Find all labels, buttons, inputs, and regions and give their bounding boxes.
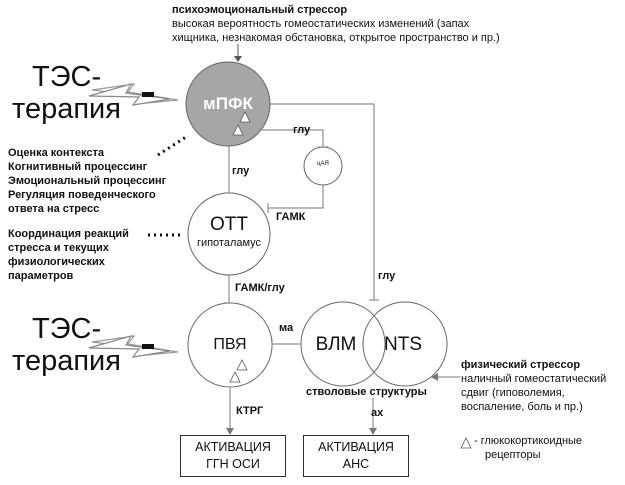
legend-triangle <box>460 437 472 449</box>
ott-label: ОТТ <box>210 214 248 235</box>
function-mpfk-5: ответа на стресс <box>8 203 100 215</box>
edge-label-gamk-glu: ГАМК/глу <box>235 282 285 294</box>
edge-mpfk-cam <box>262 129 324 147</box>
function-ott-2: стресса и текущих <box>8 242 109 254</box>
ans-box-line1: АКТИВАЦИЯ <box>318 440 394 455</box>
stressor-arrow-head <box>234 56 242 62</box>
edge-label-ax: ах <box>371 407 384 419</box>
tes-top-line2: терапия <box>12 93 121 125</box>
function-mpfk-2: Когнитивный процессинг <box>8 161 148 173</box>
edge-label-glu-cam: глу <box>293 124 311 136</box>
receptor-triangle-pvya-2 <box>229 371 241 383</box>
receptor-triangle-mpfk <box>239 111 251 123</box>
nts-label: NTS <box>384 334 422 355</box>
tes-top-line1: ТЭС- <box>32 61 102 93</box>
stressor-top-line2: хищника, незнакомая обстановка, открытое… <box>172 32 500 44</box>
stressor-bottom-title: физический стрессор <box>461 359 581 371</box>
legend-line1: - глюкокортикоидные <box>474 435 583 447</box>
function-ott-4: параметров <box>8 270 74 282</box>
function-mpfk-1: Оценка контекста <box>8 147 104 159</box>
stressor-bottom-line3: воспаление, боль и пр.) <box>461 401 583 413</box>
hpa-box-line2: ГГН ОСИ <box>206 457 260 471</box>
edge-label-ma: ма <box>279 322 294 334</box>
tes-bottom-line2: терапия <box>12 345 121 377</box>
function-mpfk-4: Регуляция поведенческого <box>8 189 156 201</box>
edge-label-glu-ott: глу <box>232 165 250 177</box>
stressor-bottom-line2: сдвиг (гиповолемия, <box>461 387 565 399</box>
lightning-icon-bottom <box>88 335 179 358</box>
receptor-triangle-mpfk-2 <box>232 124 244 136</box>
ans-activation-box: АКТИВАЦИЯ АНС <box>303 435 409 477</box>
dotted-link-mpfk <box>157 135 187 157</box>
hpa-box-line1: АКТИВАЦИЯ <box>195 440 271 455</box>
vlm-label: ВЛМ <box>315 334 357 355</box>
function-mpfk-3: Эмоциональный процессинг <box>8 175 167 187</box>
cam-label: цАЯ <box>317 161 329 167</box>
edge-label-ktrg: КТРГ <box>236 405 264 417</box>
brainstem-label: стволовые структуры <box>306 386 427 398</box>
stressor-top-title: психоэмоциональный стрессор <box>172 4 348 16</box>
stressor-bottom-line1: наличный гомеостатический <box>461 373 607 385</box>
nts-node <box>362 301 448 387</box>
receptor-triangle-pvya <box>236 359 248 371</box>
tes-bottom-line1: ТЭС- <box>32 313 102 345</box>
ott-sublabel: гипоталамус <box>196 237 262 249</box>
function-ott-1: Координация реакций <box>8 228 129 240</box>
legend-line2: рецепторы <box>485 449 541 461</box>
stressor-top-line1: высокая вероятность гомеостатических изм… <box>172 18 470 30</box>
edge-label-glu-right: глу <box>378 270 396 282</box>
mpfk-label: мПФК <box>203 94 253 113</box>
hpa-activation-box: АКТИВАЦИЯ ГГН ОСИ <box>180 435 286 477</box>
edge-cam-ott <box>268 185 324 209</box>
edge-mpfk-nts <box>270 103 375 300</box>
pvya-label: ПВЯ <box>213 336 247 353</box>
function-ott-3: физиологических <box>8 256 105 268</box>
ans-box-line2: АНС <box>342 457 370 471</box>
edge-label-gamk: ГАМК <box>276 211 306 223</box>
lightning-icon-top <box>88 83 179 106</box>
